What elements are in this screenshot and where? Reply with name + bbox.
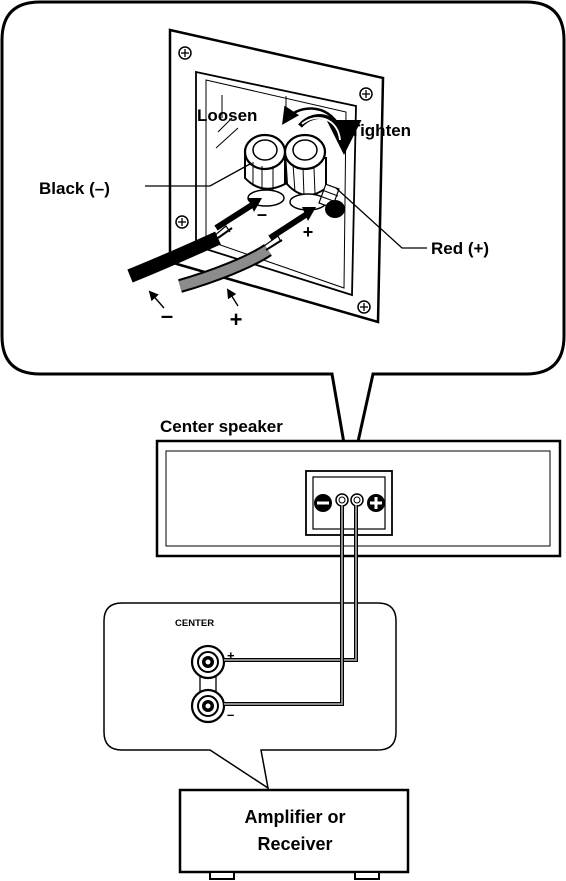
- panel-minus-sign: –: [257, 204, 267, 224]
- plus-speaker-wire: [224, 505, 358, 662]
- red-terminal-label: Red (+): [431, 239, 489, 258]
- plus-output-jack: [190, 644, 226, 680]
- black-terminal-label: Black (–): [39, 179, 110, 198]
- plate-screw-icon: [359, 87, 373, 101]
- plate-screw-icon: [178, 46, 192, 60]
- amp-plus-sign: +: [227, 648, 235, 663]
- speaker-minus-terminal: [314, 494, 332, 512]
- minus-output-jack: [190, 688, 226, 724]
- insert-arrow-plus: [268, 211, 309, 241]
- amplifier-label-line1: Amplifier or: [244, 807, 345, 827]
- wire-plus-sign: +: [230, 307, 243, 332]
- center-output-label: CENTER: [175, 618, 214, 629]
- loosen-label: Loosen: [197, 106, 257, 125]
- plate-screw-icon: [357, 300, 371, 314]
- insert-arrow-minus: [214, 202, 254, 231]
- center-speaker-title: Center speaker: [160, 417, 283, 436]
- black-wire: [127, 225, 233, 283]
- minus-speaker-wire: [224, 505, 344, 706]
- red-terminal-knob: [283, 133, 345, 218]
- tighten-label: Tighten: [350, 121, 411, 140]
- amp-minus-sign: –: [227, 707, 234, 722]
- black-terminal-knob: [243, 133, 287, 207]
- amplifier-receiver-box: [178, 788, 410, 880]
- panel-plus-sign: +: [303, 222, 314, 242]
- red-wire: [178, 235, 283, 293]
- amp-panel-callout: [103, 602, 397, 790]
- wire-minus-sign: –: [161, 303, 173, 328]
- speaker-wire-binding-posts: [335, 493, 364, 507]
- plate-screw-icon: [175, 215, 189, 229]
- speaker-plus-terminal: [367, 494, 385, 512]
- amplifier-label-line2: Receiver: [257, 834, 332, 854]
